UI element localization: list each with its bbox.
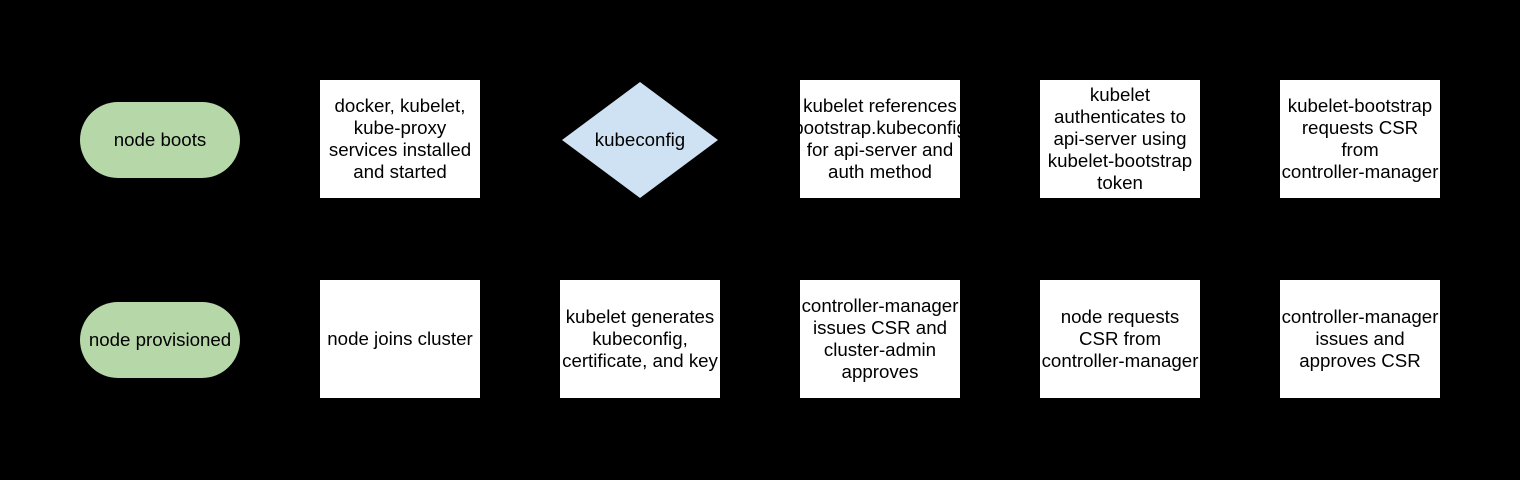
node-label: node boots	[113, 129, 207, 150]
process-kubelet-authenticates: kubelet authenticates to api-server usin…	[1040, 80, 1200, 198]
node-label: kubelet references bootstrap.kubeconfig …	[793, 95, 967, 182]
node-label: kubeconfig	[594, 129, 686, 150]
process-bootstrap-requests-csr: kubelet-bootstrap requests CSR from cont…	[1280, 80, 1440, 198]
process-kubelet-generates: kubelet generates kubeconfig, certificat…	[560, 280, 720, 398]
node-label: controller-manager issues and approves C…	[1281, 306, 1439, 371]
terminal-node-boots: node boots	[80, 102, 240, 178]
node-label: kubelet-bootstrap requests CSR from cont…	[1281, 95, 1439, 182]
process-node-requests-csr: node requests CSR from controller-manage…	[1040, 280, 1200, 398]
terminal-node-provisioned: node provisioned	[80, 302, 240, 378]
node-label: docker, kubelet, kube-proxy services ins…	[328, 95, 472, 182]
node-label: kubelet authenticates to api-server usin…	[1047, 84, 1193, 193]
process-kubelet-references: kubelet references bootstrap.kubeconfig …	[793, 80, 967, 198]
node-label: kubelet generates kubeconfig, certificat…	[562, 306, 718, 371]
decision-kubeconfig: kubeconfig	[562, 82, 718, 198]
node-label: controller-manager issues CSR and cluste…	[801, 295, 959, 382]
node-label: node requests CSR from controller-manage…	[1041, 306, 1199, 371]
process-node-joins-cluster: node joins cluster	[320, 280, 480, 398]
node-label: node provisioned	[88, 329, 232, 350]
process-cm-issues-approves-csr: controller-manager issues and approves C…	[1280, 280, 1440, 398]
process-cm-issues-csr-admin-approves: controller-manager issues CSR and cluste…	[800, 280, 960, 398]
node-label: node joins cluster	[327, 328, 473, 349]
process-services-installed: docker, kubelet, kube-proxy services ins…	[320, 80, 480, 198]
